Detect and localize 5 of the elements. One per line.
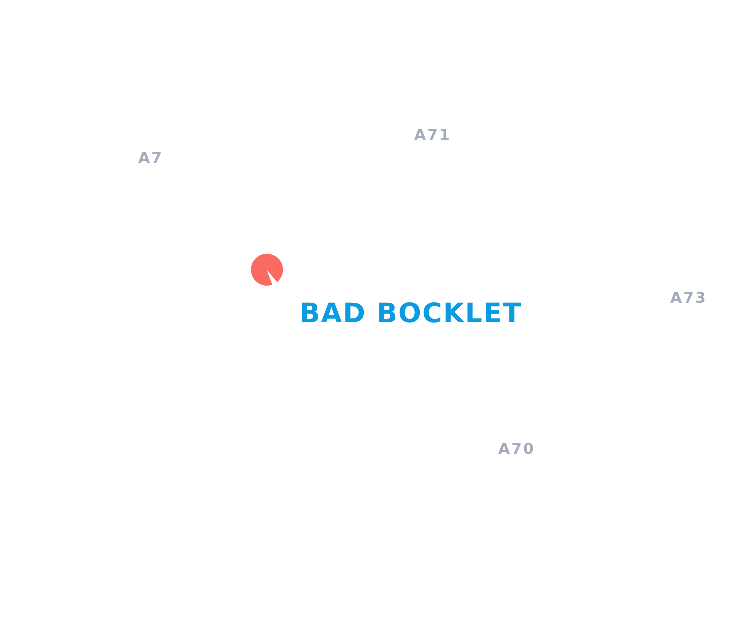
road-label: A73 xyxy=(670,289,708,307)
road-label: A71 xyxy=(414,126,452,144)
road-label: A70 xyxy=(498,440,536,458)
road-label: A7 xyxy=(138,149,164,167)
town-name: BAD BOCKLET xyxy=(300,298,522,330)
